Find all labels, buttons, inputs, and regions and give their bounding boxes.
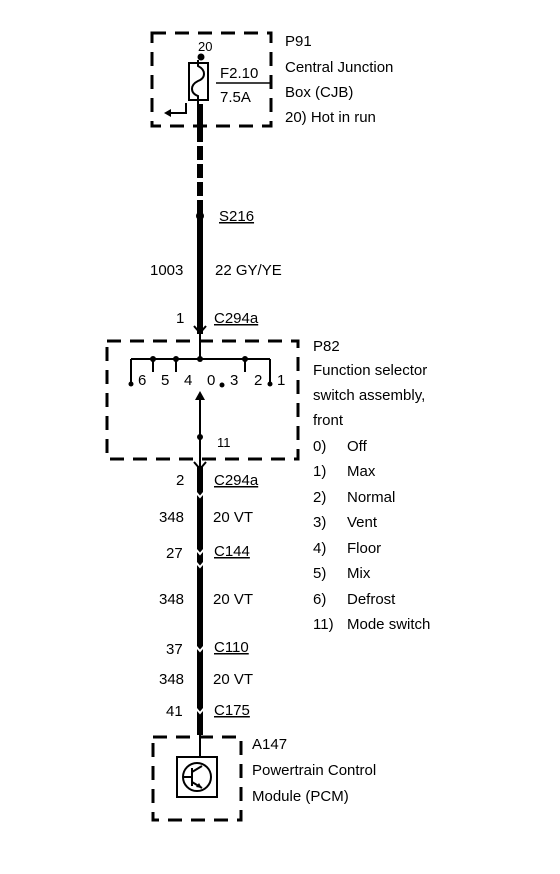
conn-bottom-pin: 2 xyxy=(176,472,184,489)
wire-seg3-circuit: 348 xyxy=(159,671,184,688)
conn-c175-id: C175 xyxy=(214,702,250,719)
connector-chevron xyxy=(193,559,207,569)
arrow-head xyxy=(164,109,171,117)
cjb-pin-number: 20 xyxy=(198,39,212,54)
switch-ref: P82 xyxy=(313,338,340,355)
pcm-name-line2: Module (PCM) xyxy=(252,788,349,805)
cjb-ref: P91 xyxy=(285,33,312,50)
legend-num: 3) xyxy=(313,514,326,531)
contact-0: 0 xyxy=(207,372,215,389)
wire-seg2-circuit: 348 xyxy=(159,591,184,608)
contact-4: 4 xyxy=(184,372,192,389)
connector-chevron xyxy=(193,546,207,556)
legend-label: Off xyxy=(347,438,368,455)
contact-3: 3 xyxy=(230,372,238,389)
pcm-ref: A147 xyxy=(252,736,287,753)
conn-c110-id: C110 xyxy=(214,639,249,656)
connector-chevron xyxy=(193,643,207,653)
connector-chevron xyxy=(193,461,207,471)
conn-top-pin: 1 xyxy=(176,310,184,327)
splice-dot xyxy=(196,212,204,220)
contact-2: 2 xyxy=(254,372,262,389)
legend-num: 0) xyxy=(313,438,326,455)
wiper-arrow xyxy=(195,391,205,400)
conn-c144-id: C144 xyxy=(214,543,250,560)
switch-name-line2: switch assembly, xyxy=(313,387,425,404)
cjb-pin-desc: 20) Hot in run xyxy=(285,109,376,126)
legend-num: 5) xyxy=(313,565,326,582)
cjb-box xyxy=(150,31,273,128)
wire-seg2-gauge-color: 20 VT xyxy=(213,591,253,608)
legend-num: 4) xyxy=(313,540,326,557)
pcm-symbol-frame xyxy=(176,756,218,798)
hot-in-run-arrow xyxy=(166,103,187,114)
splice-id: S216 xyxy=(219,208,254,225)
legend-label: Floor xyxy=(347,540,381,557)
fuse-element xyxy=(191,60,205,104)
legend-num: 1) xyxy=(313,463,326,480)
conn-c110-pin: 37 xyxy=(166,641,183,658)
position-legend: 0) Off 1) Max 2) Normal 3) Vent 4) Floor… xyxy=(313,438,430,633)
legend-num: 6) xyxy=(313,591,326,608)
cjb-name-line1: Central Junction xyxy=(285,59,393,76)
switch-contacts xyxy=(128,356,273,388)
fuse-rating: 7.5A xyxy=(220,89,251,106)
legend-label: Max xyxy=(347,463,376,480)
conn-c144-pin: 27 xyxy=(166,545,183,562)
contact-6: 6 xyxy=(138,372,146,389)
legend-num: 2) xyxy=(313,489,326,506)
wire-seg1-gauge-color: 20 VT xyxy=(213,509,253,526)
fuse-id: F2.10 xyxy=(220,65,258,82)
connector-chevron xyxy=(193,705,207,715)
switch-name-line3: front xyxy=(313,412,344,429)
legend-label: Mix xyxy=(347,565,371,582)
wire-seg1-circuit: 348 xyxy=(159,509,184,526)
contact-5: 5 xyxy=(161,372,169,389)
pcm-box xyxy=(151,735,243,822)
switch-box xyxy=(105,339,300,461)
transistor-symbol xyxy=(183,765,203,789)
legend-label: Vent xyxy=(347,514,378,531)
legend-label: Defrost xyxy=(347,591,396,608)
wire-seg3-gauge-color: 20 VT xyxy=(213,671,253,688)
cjb-name-line2: Box (CJB) xyxy=(285,84,353,101)
legend-label: Mode switch xyxy=(347,616,430,633)
common-pin-dot xyxy=(197,434,203,440)
conn-top-id: C294a xyxy=(214,310,259,327)
conn-bottom-id: C294a xyxy=(214,472,259,489)
legend-num: 11) xyxy=(313,616,334,633)
switch-common-pin: 11 xyxy=(217,435,231,450)
cjb-pin-terminal xyxy=(197,53,205,61)
switch-name-line1: Function selector xyxy=(313,362,427,379)
wire-top-circuit: 1003 xyxy=(150,262,183,279)
conn-c175-pin: 41 xyxy=(166,703,183,720)
contact-1: 1 xyxy=(277,372,285,389)
connector-chevron xyxy=(193,489,207,499)
connector-chevron-top xyxy=(193,325,207,335)
legend-label: Normal xyxy=(347,489,395,506)
pcm-name-line1: Powertrain Control xyxy=(252,762,376,779)
wire-top-gauge-color: 22 GY/YE xyxy=(215,262,282,279)
